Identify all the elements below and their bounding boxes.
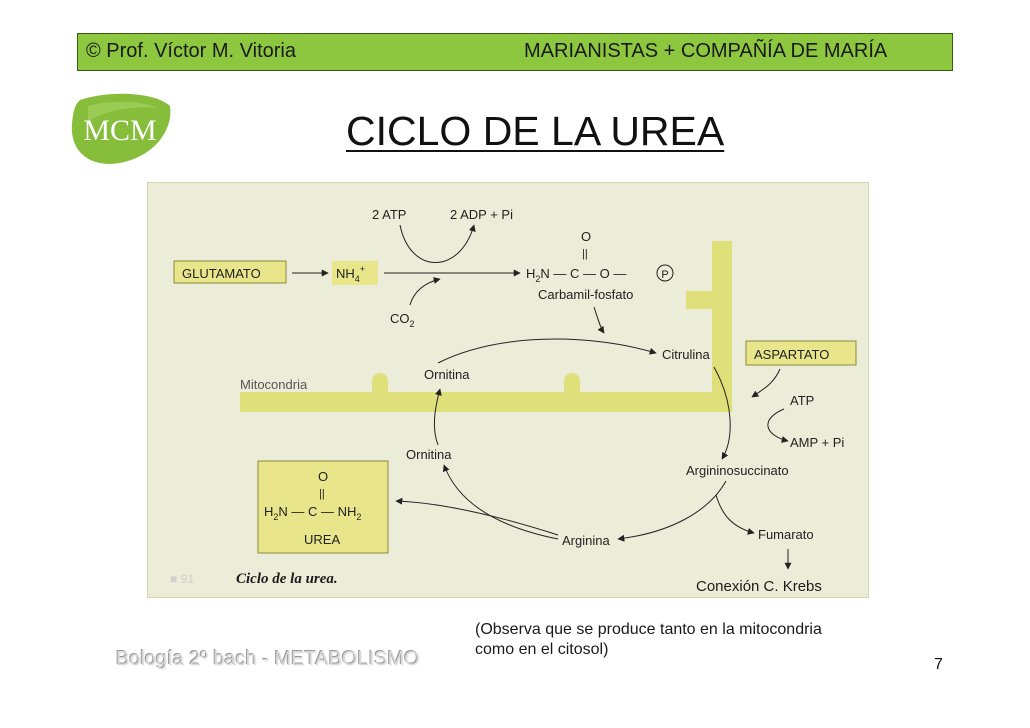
page-title: CICLO DE LA UREA xyxy=(346,108,725,154)
citrulina-label: Citrulina xyxy=(662,347,710,362)
amp-pi-label: AMP + Pi xyxy=(790,435,844,450)
urea-formula: H2N — C — NH2 xyxy=(264,504,361,522)
author-text: © Prof. Víctor M. Vitoria xyxy=(86,40,296,62)
krebs-connection-label: Conexión C. Krebs xyxy=(696,578,822,595)
mitochondrial-membrane xyxy=(240,241,732,412)
ornitina-to-citrulina-arrow xyxy=(437,338,657,364)
atp-right-label: ATP xyxy=(790,393,814,408)
figure-caption: Ciclo de la urea. xyxy=(236,571,338,587)
mcm-logo: MCM xyxy=(71,93,171,164)
atp-label: 2 ATP xyxy=(372,207,406,222)
co2-label: CO2 xyxy=(390,311,415,329)
note-line-1: (Observa que se produce tanto en la mito… xyxy=(475,621,822,638)
carbamil-oxygen: O xyxy=(581,229,591,244)
phosphate-label: P xyxy=(661,269,668,281)
arginina-label: Arginina xyxy=(562,533,610,548)
argininosuccinato-label: Argininosuccinato xyxy=(686,463,789,478)
figure-number: ■ 91 xyxy=(170,572,194,586)
co2-arrow xyxy=(409,277,441,306)
observation-note: (Observa que se produce tanto en la mito… xyxy=(475,620,822,660)
fumarato-branch-arrow xyxy=(715,494,755,535)
carbamil-formula: H2N — C — O — xyxy=(526,266,626,284)
glutamato-box xyxy=(173,260,287,284)
urea-label: UREA xyxy=(304,532,340,547)
urea-oxygen: O xyxy=(318,469,328,484)
aspartato-arrow xyxy=(751,368,781,398)
adp-pi-label: 2 ADP + Pi xyxy=(450,207,513,222)
aspartato-label: ASPARTATO xyxy=(754,347,829,362)
urea-box xyxy=(257,460,389,554)
arginina-to-urea-arrow xyxy=(395,497,559,536)
carbamil-double-bond: || xyxy=(582,248,588,260)
atp-consumption-arrow xyxy=(399,224,476,263)
page-number: 7 xyxy=(934,656,943,673)
aspartato-box xyxy=(745,340,857,366)
note-line-2: como en el citosol) xyxy=(475,641,609,658)
nh4-label: NH4+ xyxy=(336,264,365,284)
school-text: MARIANISTAS + COMPAÑÍA DE MARÍA xyxy=(524,40,888,62)
urea-double-bond: || xyxy=(319,488,325,500)
nh4-box xyxy=(332,261,378,285)
urea-cycle-diagram: 2 ATP 2 ADP + Pi GLUTAMATO NH4+ CO2 O ||… xyxy=(147,182,869,598)
arginina-to-ornitina-arrow xyxy=(442,464,559,540)
phosphate-icon xyxy=(656,264,674,282)
ornitina-bottom-label: Ornitina xyxy=(406,447,452,462)
logo-text: MCM xyxy=(83,114,156,147)
citrulina-to-argininosuccinato-arrow xyxy=(713,366,731,460)
argininosuccinato-to-arginina-arrow xyxy=(617,480,727,542)
glutamato-label: GLUTAMATO xyxy=(182,266,261,281)
ornitina-transport-arrow xyxy=(433,388,442,446)
atp-to-amp-arrow xyxy=(767,408,789,443)
carbamil-fosfato-label: Carbamil-fosfato xyxy=(538,287,633,302)
footer-course-label: Bología 2º bach - METABOLISMO xyxy=(116,648,420,670)
carbamil-to-citrulina-arrow xyxy=(593,306,605,334)
ornitina-top-label: Ornitina xyxy=(424,367,470,382)
mitocondria-label: Mitocondria xyxy=(240,377,308,392)
fumarato-label: Fumarato xyxy=(758,527,814,542)
header-bar: © Prof. Víctor M. Vitoria MARIANISTAS + … xyxy=(77,33,953,71)
